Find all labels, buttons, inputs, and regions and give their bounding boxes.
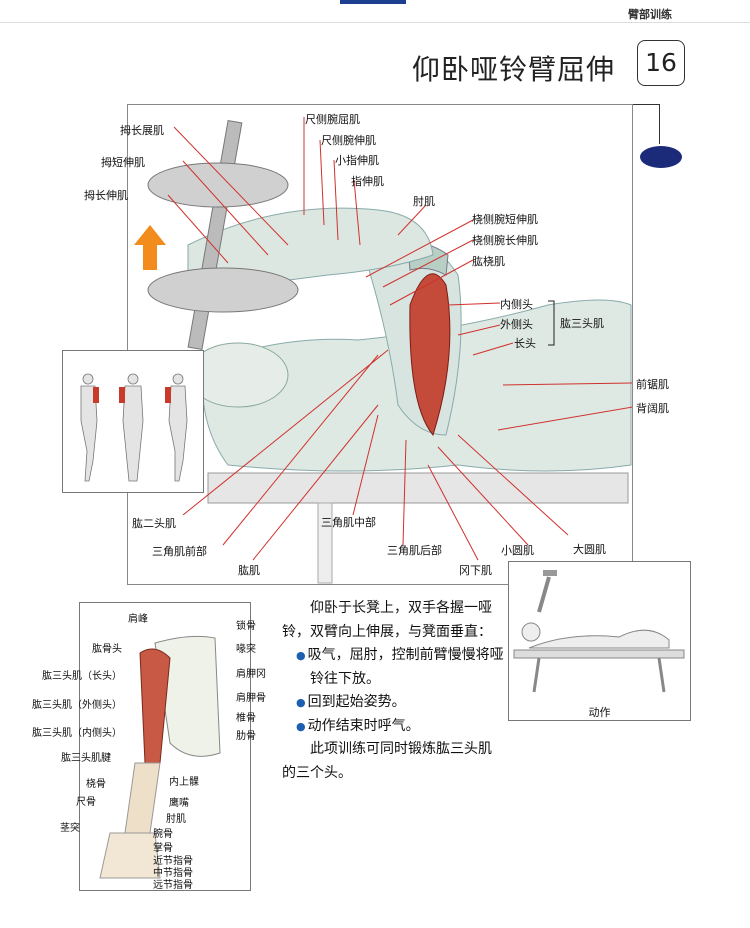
header-rule bbox=[0, 22, 750, 23]
summary-paragraph: 此项训练可同时锻炼肱三头肌的三个头。 bbox=[282, 741, 492, 781]
label-scapular-spine: 肩胛冈 bbox=[236, 669, 266, 680]
label-long-head: 长头 bbox=[514, 337, 536, 350]
label-anconeus: 肘肌 bbox=[413, 195, 435, 208]
label-olecranon: 鹰嘴 bbox=[169, 798, 189, 809]
label-extensor-carpi-ulnaris: 尺侧腕伸肌 bbox=[321, 134, 376, 147]
label-serratus-anterior: 前锯肌 bbox=[636, 378, 669, 391]
skeleton-illustration bbox=[99, 635, 221, 879]
action-inset: 动作 bbox=[508, 561, 691, 721]
label-flexor-carpi-ulnaris: 尺侧腕屈肌 bbox=[305, 113, 360, 126]
title-bracket bbox=[630, 104, 660, 105]
label-abductor-pollicis-longus: 拇长展肌 bbox=[120, 124, 164, 137]
label-radius: 桡骨 bbox=[86, 779, 106, 790]
label-teres-major: 大圆肌 bbox=[573, 543, 606, 556]
label-triceps-lateral: 肱三头肌（外侧头） bbox=[32, 700, 122, 711]
label-triceps-long: 肱三头肌（长头） bbox=[42, 671, 122, 682]
instruction-text: 仰卧于长凳上，双手各握一哑铃，双臂向上伸展，与凳面垂直： ●吸气，屈肘，控制前臂… bbox=[282, 597, 504, 785]
bullet-icon: ● bbox=[296, 719, 306, 733]
body-views-illustration bbox=[80, 373, 188, 482]
label-lateral-head: 外侧头 bbox=[500, 318, 533, 331]
chapter-marker bbox=[640, 146, 682, 168]
bullet-icon: ● bbox=[296, 649, 306, 662]
label-infraspinatus: 冈下肌 bbox=[459, 564, 492, 577]
label-extensor-digiti-minimi: 小指伸肌 bbox=[335, 154, 379, 167]
label-triceps-tendon: 肱三头肌腱 bbox=[61, 753, 111, 764]
label-distal-phalanx: 远节指骨 bbox=[153, 880, 193, 891]
body-views-inset bbox=[62, 350, 204, 493]
anatomy-illustration bbox=[134, 117, 632, 584]
main-anatomy-figure: 尺侧腕屈肌 尺侧腕伸肌 小指伸肌 指伸肌 肘肌 桡侧腕短伸肌 桡侧腕长伸肌 肱桡… bbox=[84, 104, 669, 585]
intro-paragraph: 仰卧于长凳上，双手各握一哑铃，双臂向上伸展，与凳面垂直： bbox=[282, 600, 492, 640]
label-coracoid: 喙突 bbox=[236, 644, 256, 655]
label-medial-epicondyle: 内上髁 bbox=[169, 777, 199, 788]
label-brachioradialis: 肱桡肌 bbox=[472, 255, 505, 268]
label-biceps: 肱二头肌 bbox=[132, 517, 176, 530]
label-anconeus-skeleton: 肘肌 bbox=[166, 814, 186, 825]
label-styloid: 茎突 bbox=[60, 823, 80, 834]
label-middle-deltoid: 三角肌中部 bbox=[321, 516, 376, 529]
label-metacarpals: 掌骨 bbox=[153, 843, 173, 854]
label-teres-minor: 小圆肌 bbox=[501, 544, 534, 557]
instruction-step: ●动作结束时呼气。 bbox=[296, 717, 420, 734]
label-ulna: 尺骨 bbox=[76, 797, 96, 808]
label-acromion: 肩峰 bbox=[128, 614, 148, 625]
instruction-step: ●吸气，屈肘，控制前臂慢慢将哑铃往下放。 bbox=[296, 647, 504, 687]
page-title: 仰卧哑铃臂屈伸 bbox=[412, 53, 616, 86]
label-middle-phalanx: 中节指骨 bbox=[153, 868, 193, 879]
action-caption: 动作 bbox=[588, 706, 611, 719]
label-vertebra: 椎骨 bbox=[236, 713, 256, 724]
label-ribs: 肋骨 bbox=[236, 731, 256, 742]
label-extensor-pollicis-brevis: 拇短伸肌 bbox=[101, 156, 145, 169]
title-bracket-vertical bbox=[659, 104, 660, 144]
action-illustration bbox=[513, 570, 685, 693]
label-extensor-pollicis-longus: 拇长伸肌 bbox=[84, 189, 128, 202]
section-label: 臂部训练 bbox=[628, 8, 672, 21]
label-triceps: 肱三头肌 bbox=[560, 317, 604, 330]
label-brachialis: 肱肌 bbox=[238, 564, 260, 577]
label-humeral-head: 肱骨头 bbox=[92, 644, 122, 655]
skeleton-figure: 肩峰 锁骨 肱骨头 喙突 肩胛冈 肱三头肌（长头） 肩胛骨 肱三头肌（外侧头） … bbox=[32, 602, 266, 891]
label-latissimus-dorsi: 背阔肌 bbox=[636, 402, 669, 415]
top-accent-bar bbox=[340, 0, 406, 4]
instruction-step: ●回到起始姿势。 bbox=[296, 694, 406, 710]
label-triceps-medial: 肱三头肌（内侧头） bbox=[32, 728, 122, 739]
label-ecrb: 桡侧腕短伸肌 bbox=[472, 213, 538, 226]
label-clavicle: 锁骨 bbox=[236, 621, 256, 632]
label-medial-head: 内侧头 bbox=[500, 298, 533, 311]
bullet-icon: ● bbox=[296, 696, 306, 709]
exercise-number: 16 bbox=[637, 40, 685, 86]
label-carpals: 腕骨 bbox=[153, 829, 173, 840]
label-proximal-phalanx: 近节指骨 bbox=[153, 856, 193, 867]
label-scapula: 肩胛骨 bbox=[236, 693, 266, 704]
label-posterior-deltoid: 三角肌后部 bbox=[387, 544, 442, 557]
label-extensor-digitorum: 指伸肌 bbox=[351, 175, 384, 188]
label-anterior-deltoid: 三角肌前部 bbox=[152, 545, 207, 558]
label-ecrl: 桡侧腕长伸肌 bbox=[472, 234, 538, 247]
